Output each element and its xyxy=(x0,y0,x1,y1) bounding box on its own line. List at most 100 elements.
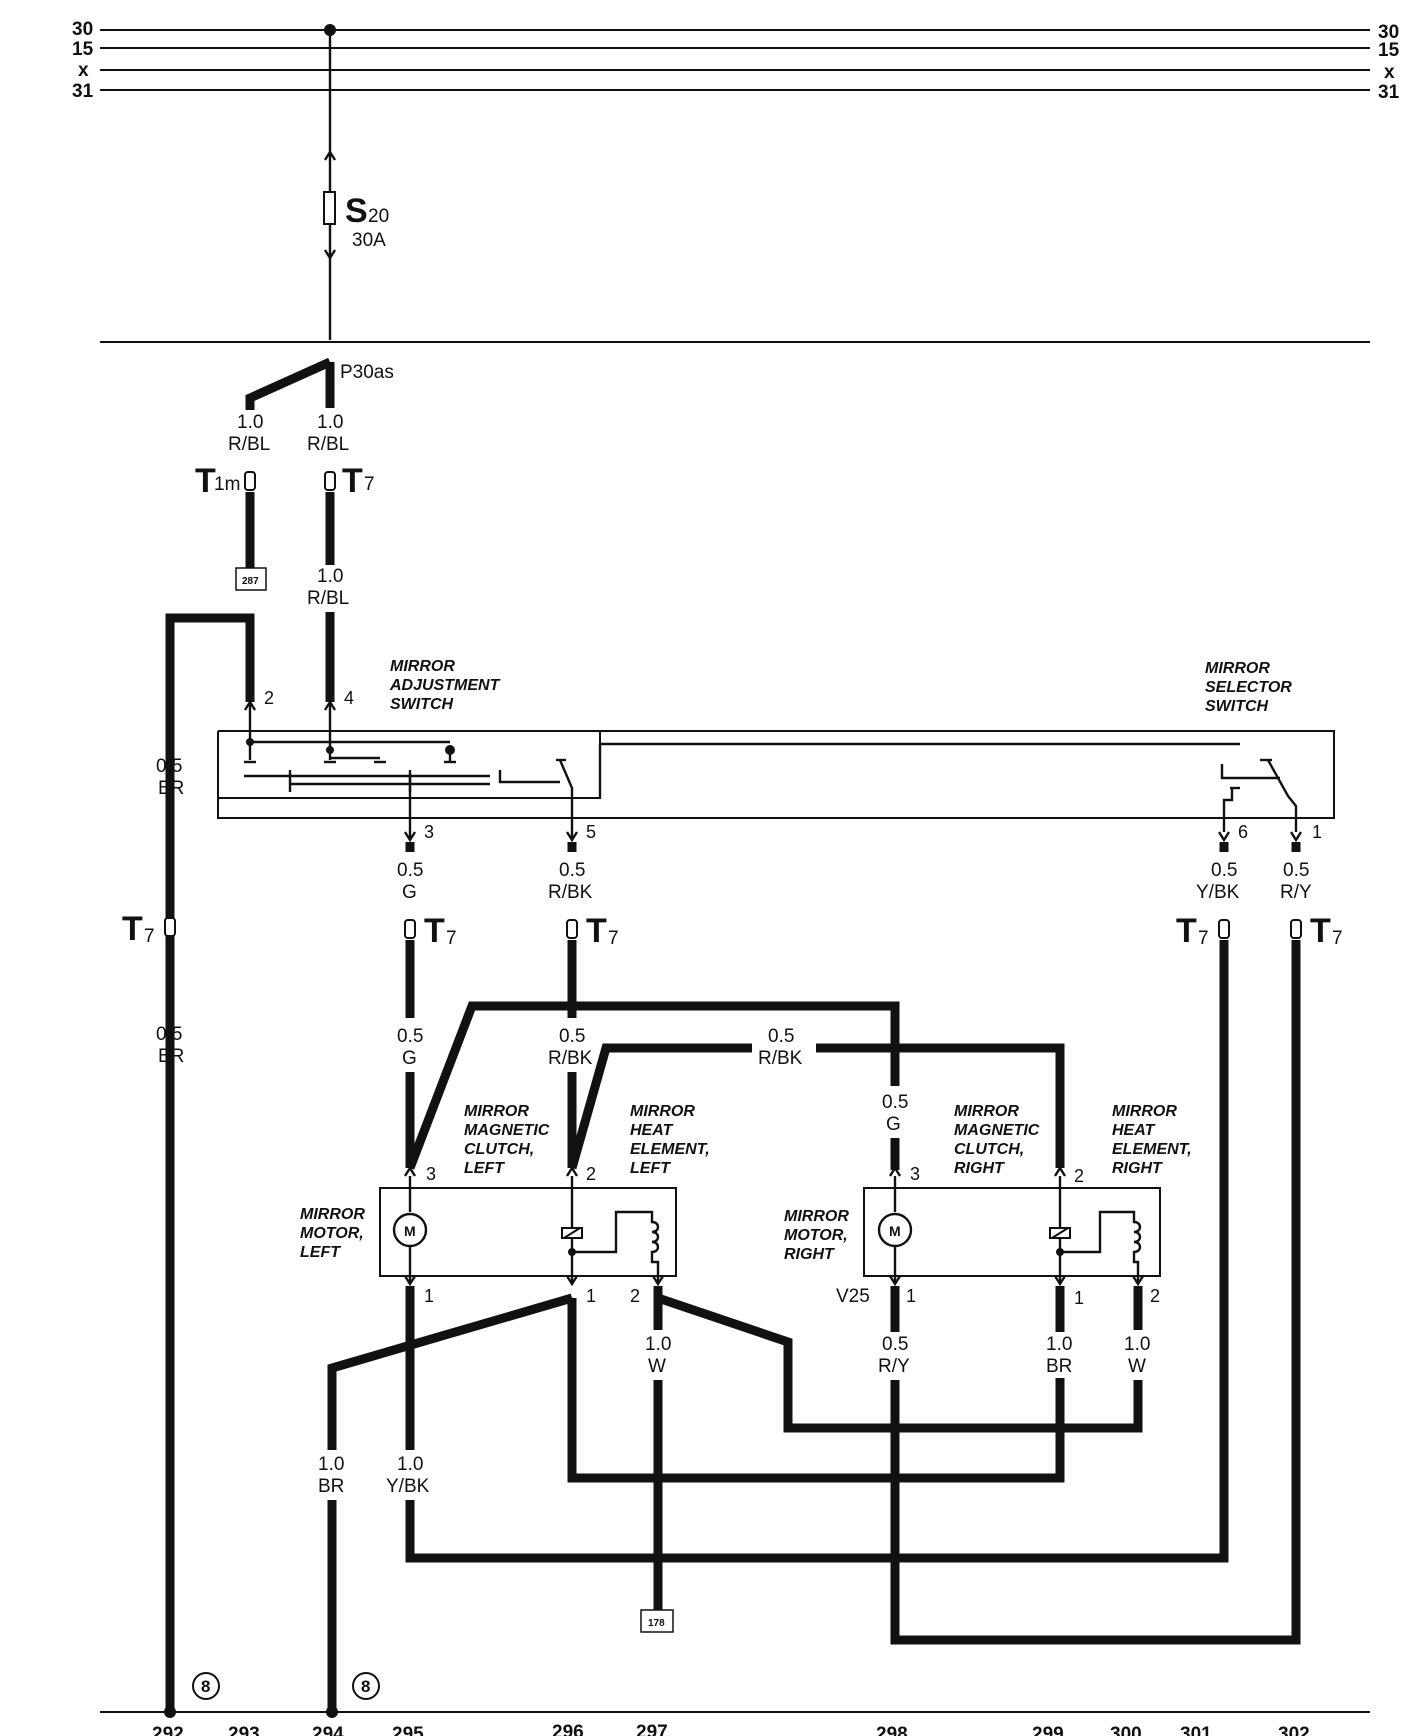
connector-t7-rbk-icon xyxy=(566,919,578,939)
left-mirror-module: MIRROR MAGNETIC CLUTCH, LEFT MIRROR HEAT… xyxy=(300,1103,710,1306)
heat-right-line4: RIGHT xyxy=(1112,1160,1163,1177)
clutch-left-line4: LEFT xyxy=(464,1160,505,1177)
fuse-designation: S xyxy=(345,192,368,230)
heat-left-line1: MIRROR xyxy=(630,1103,695,1120)
motor-left-line1: MIRROR xyxy=(300,1206,365,1223)
connector-t7-left-sub: 7 xyxy=(144,926,155,947)
right-mirror-box xyxy=(863,1187,1161,1277)
fuse-rating: 30A xyxy=(352,230,386,251)
wire-ry-298-color: R/Y xyxy=(878,1356,910,1377)
switch-pin-4: 4 xyxy=(344,688,354,708)
motor-right-line2: MOTOR, xyxy=(784,1227,848,1244)
switch-pin-3: 3 xyxy=(424,822,434,842)
heat-left-pin-2: 2 xyxy=(586,1164,596,1184)
left-mirror-box xyxy=(379,1187,677,1277)
wire-rbl-lower-gauge: 1.0 xyxy=(317,566,343,587)
motor-left-m: M xyxy=(404,1223,416,1239)
wire-ry-gauge: 0.5 xyxy=(1283,860,1309,881)
wire-g-right-color: G xyxy=(886,1114,901,1135)
adjustment-switch-line3: SWITCH xyxy=(390,696,454,713)
rail-30-left: 30 xyxy=(72,19,93,40)
track-301: 301 xyxy=(1180,1724,1212,1736)
motor-left-pin-3: 3 xyxy=(426,1164,436,1184)
motor-left-line2: MOTOR, xyxy=(300,1225,364,1242)
selector-switch-line1: MIRROR xyxy=(1205,660,1270,677)
wire-rbl-center-color: R/BL xyxy=(307,434,349,455)
wire-rbl-center-gauge: 1.0 xyxy=(317,412,343,433)
motor-left-line3: LEFT xyxy=(300,1244,341,1261)
wire-w-left-color: W xyxy=(648,1356,666,1377)
rail-x-left: x xyxy=(78,60,89,81)
heat-right-pin-2b: 2 xyxy=(1150,1286,1160,1306)
reference-178: 178 xyxy=(648,1618,665,1629)
fuse-s20: S 20 30A xyxy=(323,30,389,340)
clutch-left-line3: CLUTCH, xyxy=(464,1141,534,1158)
wire-rbl-left-color: R/BL xyxy=(228,434,270,455)
connector-t1m-letter: T xyxy=(195,462,216,500)
wire-ry-298-gauge: 0.5 xyxy=(882,1334,908,1355)
wire-rbk-upper-color: R/BK xyxy=(548,882,593,903)
clutch-left-line2: MAGNETIC xyxy=(464,1122,550,1139)
wire-br-299-gauge: 1.0 xyxy=(1046,1334,1072,1355)
switch-assembly: MIRROR ADJUSTMENT SWITCH MIRROR SELECTOR… xyxy=(217,658,1335,843)
connector-t7-rbk-sub: 7 xyxy=(608,928,619,949)
track-296: 296 xyxy=(552,1722,584,1736)
motor-left-pin-1: 1 xyxy=(424,1286,434,1306)
switch-pin-6: 6 xyxy=(1238,822,1248,842)
ground-bus: 8 8 xyxy=(100,1672,1370,1718)
motor-right-line1: MIRROR xyxy=(784,1208,849,1225)
track-302: 302 xyxy=(1278,1724,1310,1736)
wire-br-lower-gauge: 0.5 xyxy=(156,1024,182,1045)
track-300: 300 xyxy=(1110,1724,1142,1736)
connector-t7-ry-letter: T xyxy=(1310,912,1331,950)
wire-ybk-295-gauge: 1.0 xyxy=(397,1454,423,1475)
wire-w-300-gauge: 1.0 xyxy=(1124,1334,1150,1355)
wire-rbl-left-gauge: 1.0 xyxy=(237,412,263,433)
motor-right-pin-1: 1 xyxy=(906,1286,916,1306)
rail-15-left: 15 xyxy=(72,39,94,60)
motor-right-line3: RIGHT xyxy=(784,1246,835,1263)
heat-right-pin-2: 2 xyxy=(1074,1166,1084,1186)
wire-g-lower-gauge: 0.5 xyxy=(397,1026,423,1047)
clutch-left-line1: MIRROR xyxy=(464,1103,529,1120)
selector-switch-line2: SELECTOR xyxy=(1205,679,1292,696)
wire-g-right-gauge: 0.5 xyxy=(882,1092,908,1113)
wire-rbk-upper-gauge: 0.5 xyxy=(559,860,585,881)
wire-w-300-color: W xyxy=(1128,1356,1146,1377)
ground-label-1: 8 xyxy=(201,1677,210,1696)
connector-t7-ry-icon xyxy=(1290,919,1302,939)
wire-g-upper-gauge: 0.5 xyxy=(397,860,423,881)
wire-rbk-lower-color: R/BK xyxy=(548,1048,593,1069)
switch-pin-2: 2 xyxy=(264,688,274,708)
connector-t7-ybk-letter: T xyxy=(1176,912,1197,950)
heat-left-line2: HEAT xyxy=(630,1122,674,1139)
wire-br-292: 0.5 BR T 7 0.5 BR xyxy=(122,613,255,1712)
ground-label-2: 8 xyxy=(361,1677,370,1696)
connector-t7-g-letter: T xyxy=(424,912,445,950)
ground-point-2 xyxy=(352,1672,380,1700)
track-298: 298 xyxy=(876,1724,908,1736)
heat-left-pin-2b: 2 xyxy=(630,1286,640,1306)
connector-t7-left-letter: T xyxy=(122,910,143,948)
track-292: 292 xyxy=(152,1724,184,1736)
splice-p30as: P30as 1.0 R/BL 1.0 R/BL T 1m 287 T 7 1.0… xyxy=(195,357,394,702)
wire-br-upper-color: BR xyxy=(158,778,184,799)
wire-ybk-295-color: Y/BK xyxy=(386,1476,430,1497)
clutch-right-line4: RIGHT xyxy=(954,1160,1005,1177)
connector-t1m-icon xyxy=(244,471,256,491)
rail-30-right: 30 xyxy=(1378,22,1399,43)
heat-left-line3: ELEMENT, xyxy=(630,1141,710,1158)
heat-right-line2: HEAT xyxy=(1112,1122,1156,1139)
connector-t7-ry-sub: 7 xyxy=(1332,928,1343,949)
connector-t7-g-sub: 7 xyxy=(446,928,457,949)
splice-label: P30as xyxy=(340,362,394,383)
track-numbers: 292 293 294 295 296 297 298 299 300 301 … xyxy=(152,1722,1310,1736)
wire-rbk-lower-gauge: 0.5 xyxy=(559,1026,585,1047)
wire-br-294-color: BR xyxy=(318,1476,344,1497)
fuse-number: 20 xyxy=(368,206,389,227)
adjustment-switch-line2: ADJUSTMENT xyxy=(389,677,501,694)
reference-287: 287 xyxy=(242,576,259,587)
heat-right-line1: MIRROR xyxy=(1112,1103,1177,1120)
wire-ry-color: R/Y xyxy=(1280,882,1312,903)
connector-t7-top-icon xyxy=(324,471,336,491)
